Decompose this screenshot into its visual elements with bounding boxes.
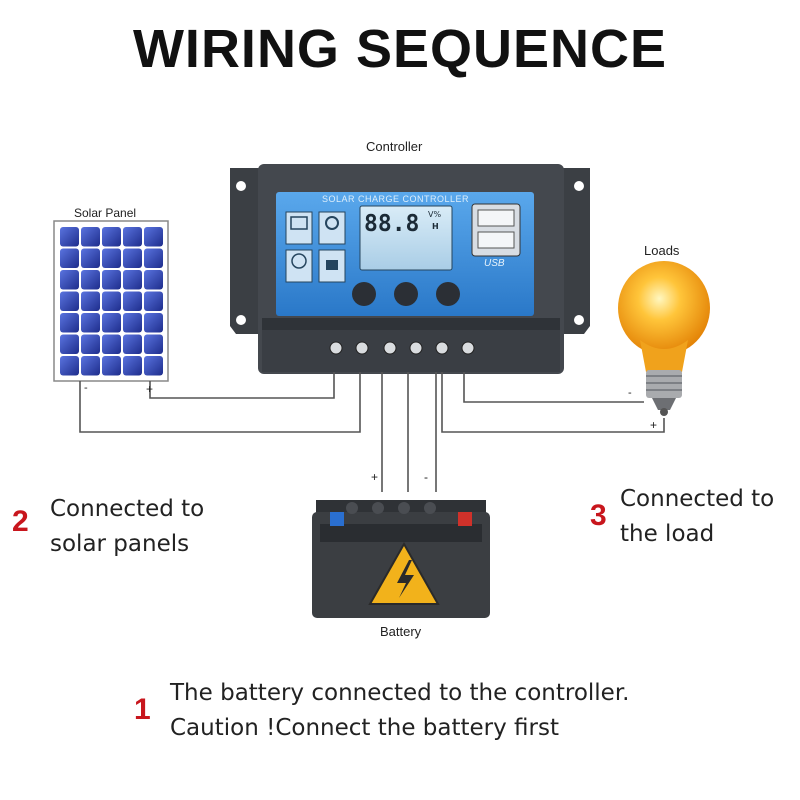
step-2-line-2: solar panels bbox=[50, 531, 190, 557]
solar-cell bbox=[60, 313, 79, 333]
step-2-line-1: Connected to bbox=[50, 496, 205, 522]
controller-panel-header: SOLAR CHARGE CONTROLLER bbox=[322, 194, 470, 204]
solar-cell bbox=[60, 270, 79, 290]
battery-minus-mark: - bbox=[424, 470, 428, 484]
usb-label: USB bbox=[484, 258, 505, 269]
step-3-number: 3 bbox=[590, 499, 607, 532]
solar-cell bbox=[60, 227, 79, 247]
page-title: WIRING SEQUENCE bbox=[132, 19, 668, 79]
solar-cell bbox=[123, 248, 142, 268]
charge-controller bbox=[230, 164, 590, 374]
battery-plus-mark: + bbox=[371, 470, 379, 484]
solar-cell bbox=[123, 356, 142, 376]
solar-cell bbox=[102, 356, 121, 376]
load-minus-mark: - bbox=[628, 387, 632, 399]
solar-cell bbox=[81, 291, 100, 311]
lcd-display-units-bottom: H bbox=[432, 222, 439, 231]
step-2-text: Connected to solar panels bbox=[50, 492, 204, 562]
step-1-number: 1 bbox=[134, 693, 151, 726]
solar-cell bbox=[81, 334, 100, 354]
controller-terminal bbox=[329, 341, 343, 355]
solar-cell bbox=[102, 291, 121, 311]
controller-terminal bbox=[461, 341, 475, 355]
solar-cell bbox=[144, 248, 163, 268]
solar-cell bbox=[102, 270, 121, 290]
solar-cell bbox=[144, 291, 163, 311]
controller-terminal bbox=[383, 341, 397, 355]
light-bulb bbox=[618, 261, 710, 416]
solar-cell bbox=[81, 227, 100, 247]
controller-terminal bbox=[435, 341, 449, 355]
solar-minus-mark: - bbox=[84, 382, 88, 394]
solar-cell bbox=[60, 334, 79, 354]
loads-label: Loads bbox=[644, 243, 680, 258]
solar-cell bbox=[102, 313, 121, 333]
solar-cell bbox=[81, 356, 100, 376]
solar-cell bbox=[144, 227, 163, 247]
step-1-line-2: Caution !Connect the battery first bbox=[170, 715, 559, 741]
controller-terminal bbox=[409, 341, 423, 355]
battery-cap bbox=[398, 502, 410, 514]
battery-cap bbox=[424, 502, 436, 514]
solar-cell bbox=[144, 313, 163, 333]
solar-cell bbox=[123, 270, 142, 290]
step-3-text: Connected to the load bbox=[620, 482, 774, 552]
solar-cell bbox=[144, 270, 163, 290]
solar-cell bbox=[123, 291, 142, 311]
solar-panel bbox=[53, 220, 169, 382]
controller-label: Controller bbox=[366, 139, 423, 154]
step-3-line-1: Connected to bbox=[620, 486, 775, 512]
solar-cell bbox=[123, 334, 142, 354]
wires bbox=[79, 372, 665, 492]
battery bbox=[312, 500, 490, 618]
solar-cell bbox=[144, 356, 163, 376]
solar-cell bbox=[81, 270, 100, 290]
lcd-display-value: 88.8 bbox=[364, 211, 420, 237]
solar-cell bbox=[81, 313, 100, 333]
battery-cap bbox=[372, 502, 384, 514]
solar-cell bbox=[60, 291, 79, 311]
step-1-text: The battery connected to the controller.… bbox=[170, 676, 629, 746]
solar-cell bbox=[102, 227, 121, 247]
solar-cell bbox=[60, 248, 79, 268]
battery-positive-terminal bbox=[458, 512, 472, 526]
solar-cell bbox=[144, 334, 163, 354]
solar-cell bbox=[60, 356, 79, 376]
step-2-number: 2 bbox=[12, 505, 29, 538]
solar-cell bbox=[123, 313, 142, 333]
solar-cell bbox=[123, 227, 142, 247]
solar-panel-label: Solar Panel bbox=[74, 206, 137, 220]
battery-negative-terminal bbox=[330, 512, 344, 526]
lcd-display-units-top: V% bbox=[428, 210, 442, 219]
controller-terminal bbox=[355, 341, 369, 355]
load-plus-mark: + bbox=[650, 418, 658, 432]
solar-cell bbox=[102, 334, 121, 354]
clock-icon bbox=[285, 249, 313, 283]
solar-cell bbox=[81, 248, 100, 268]
solar-plus-mark: + bbox=[146, 382, 154, 396]
battery-cap bbox=[346, 502, 358, 514]
battery-label: Battery bbox=[380, 624, 422, 639]
solar-cell bbox=[102, 248, 121, 268]
step-1-line-1: The battery connected to the controller. bbox=[170, 680, 630, 706]
step-3-line-2: the load bbox=[620, 521, 715, 547]
